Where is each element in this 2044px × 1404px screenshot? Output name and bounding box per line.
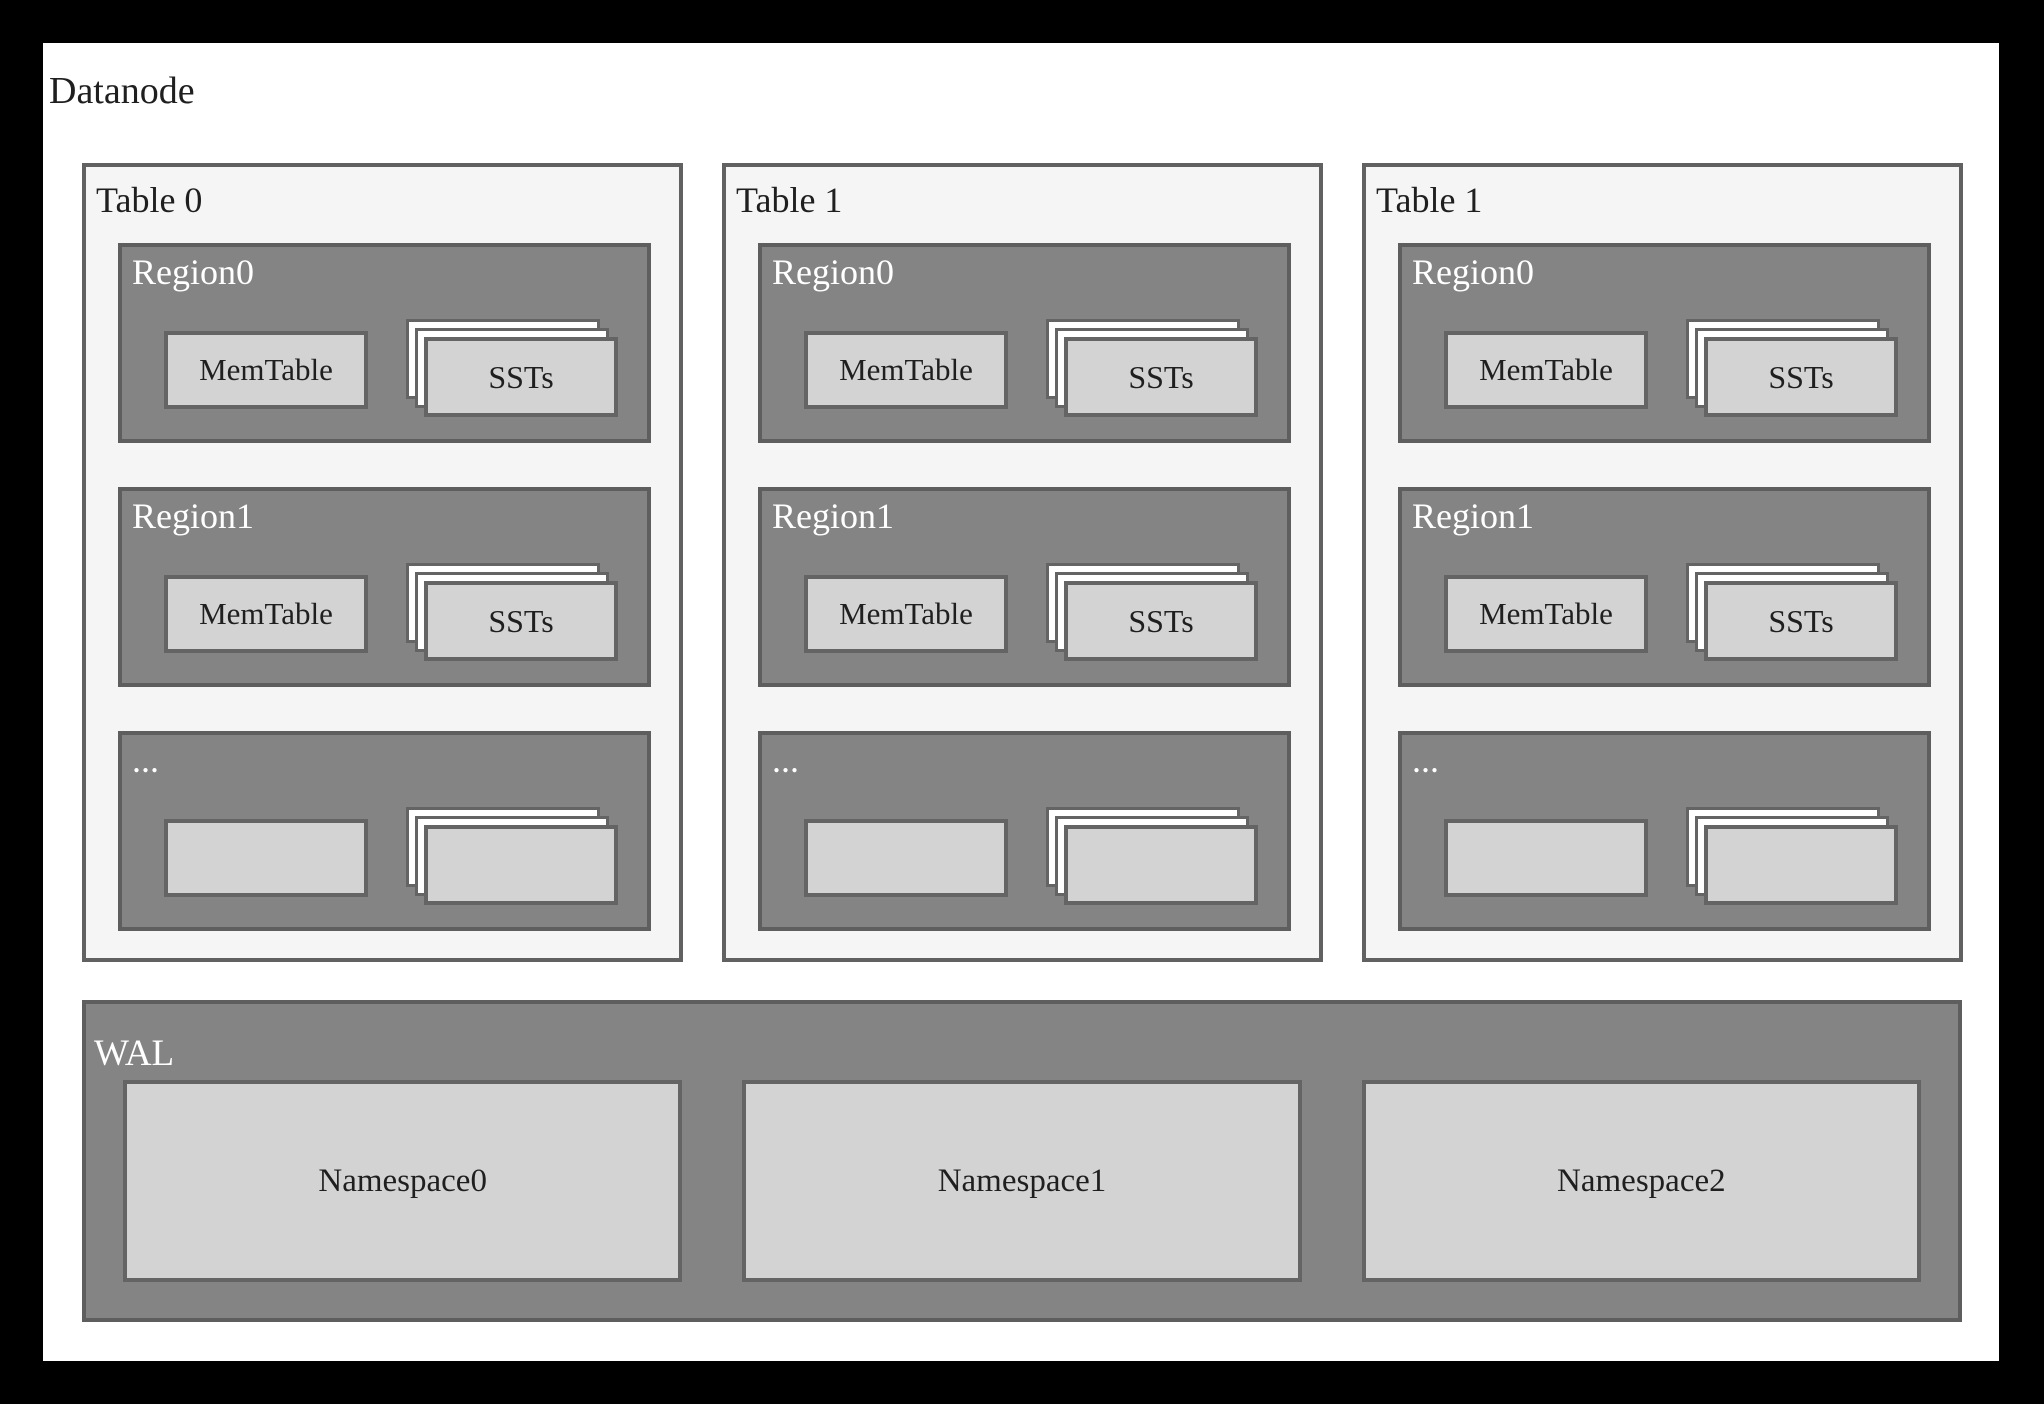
- memtable-box: MemTable: [1444, 331, 1648, 409]
- tables-row: Table 0 Region0 MemTable SSTs Region1 Me…: [82, 163, 1963, 962]
- ssts-stack-empty: [1046, 807, 1260, 907]
- sst-card-front: [1704, 825, 1898, 905]
- memtable-box-empty: [164, 819, 368, 897]
- namespace-row: Namespace0 Namespace1 Namespace2: [123, 1080, 1921, 1282]
- table-label: Table 0: [96, 180, 203, 220]
- table-box-0: Table 0 Region0 MemTable SSTs Region1 Me…: [82, 163, 683, 962]
- region-label: Region0: [1412, 252, 1534, 292]
- table-box-1: Table 1 Region0 MemTable SSTs Region1 Me…: [722, 163, 1323, 962]
- ssts-stack: SSTs: [1046, 319, 1260, 419]
- region-box: Region0 MemTable SSTs: [758, 243, 1291, 443]
- ssts-stack-empty: [406, 807, 620, 907]
- region-box: Region1 MemTable SSTs: [1398, 487, 1931, 687]
- sst-card-front: SSTs: [1704, 337, 1898, 417]
- namespace-box-2: Namespace2: [1361, 1080, 1921, 1282]
- region-box: Region0 MemTable SSTs: [118, 243, 651, 443]
- region-label: Region1: [132, 496, 254, 536]
- region-label: Region1: [772, 496, 894, 536]
- table-label: Table 1: [1376, 180, 1483, 220]
- namespace-box-1: Namespace1: [742, 1080, 1302, 1282]
- ssts-stack: SSTs: [406, 319, 620, 419]
- region-label: Region0: [132, 252, 254, 292]
- sst-card-front: SSTs: [424, 581, 618, 661]
- sst-card-front: SSTs: [1064, 581, 1258, 661]
- sst-card-front: SSTs: [424, 337, 618, 417]
- datanode-title: Datanode: [49, 70, 195, 112]
- memtable-box-empty: [804, 819, 1008, 897]
- region-box-ellipsis: ...: [758, 731, 1291, 931]
- sst-card-front: SSTs: [1064, 337, 1258, 417]
- namespace-box-0: Namespace0: [123, 1080, 683, 1282]
- ssts-stack: SSTs: [1686, 319, 1900, 419]
- table-box-2: Table 1 Region0 MemTable SSTs Region1 Me…: [1362, 163, 1963, 962]
- region-box: Region0 MemTable SSTs: [1398, 243, 1931, 443]
- sst-card-front: SSTs: [1704, 581, 1898, 661]
- table-label: Table 1: [736, 180, 843, 220]
- wal-label: WAL: [94, 1033, 175, 1074]
- sst-card-front: [1064, 825, 1258, 905]
- memtable-box: MemTable: [164, 331, 368, 409]
- memtable-box: MemTable: [804, 331, 1008, 409]
- wal-box: WAL Namespace0 Namespace1 Namespace2: [82, 1000, 1962, 1322]
- ssts-stack-empty: [1686, 807, 1900, 907]
- region-box-ellipsis: ...: [1398, 731, 1931, 931]
- datanode-container: Datanode Table 0 Region0 MemTable SSTs R…: [43, 43, 1999, 1361]
- region-box: Region1 MemTable SSTs: [118, 487, 651, 687]
- sst-card-front: [424, 825, 618, 905]
- memtable-box-empty: [1444, 819, 1648, 897]
- ssts-stack: SSTs: [406, 563, 620, 663]
- region-box-ellipsis: ...: [118, 731, 651, 931]
- region-label: ...: [772, 740, 799, 780]
- region-label: Region0: [772, 252, 894, 292]
- region-label: ...: [1412, 740, 1439, 780]
- region-label: Region1: [1412, 496, 1534, 536]
- ssts-stack: SSTs: [1046, 563, 1260, 663]
- memtable-box: MemTable: [1444, 575, 1648, 653]
- memtable-box: MemTable: [164, 575, 368, 653]
- region-label: ...: [132, 740, 159, 780]
- memtable-box: MemTable: [804, 575, 1008, 653]
- region-box: Region1 MemTable SSTs: [758, 487, 1291, 687]
- ssts-stack: SSTs: [1686, 563, 1900, 663]
